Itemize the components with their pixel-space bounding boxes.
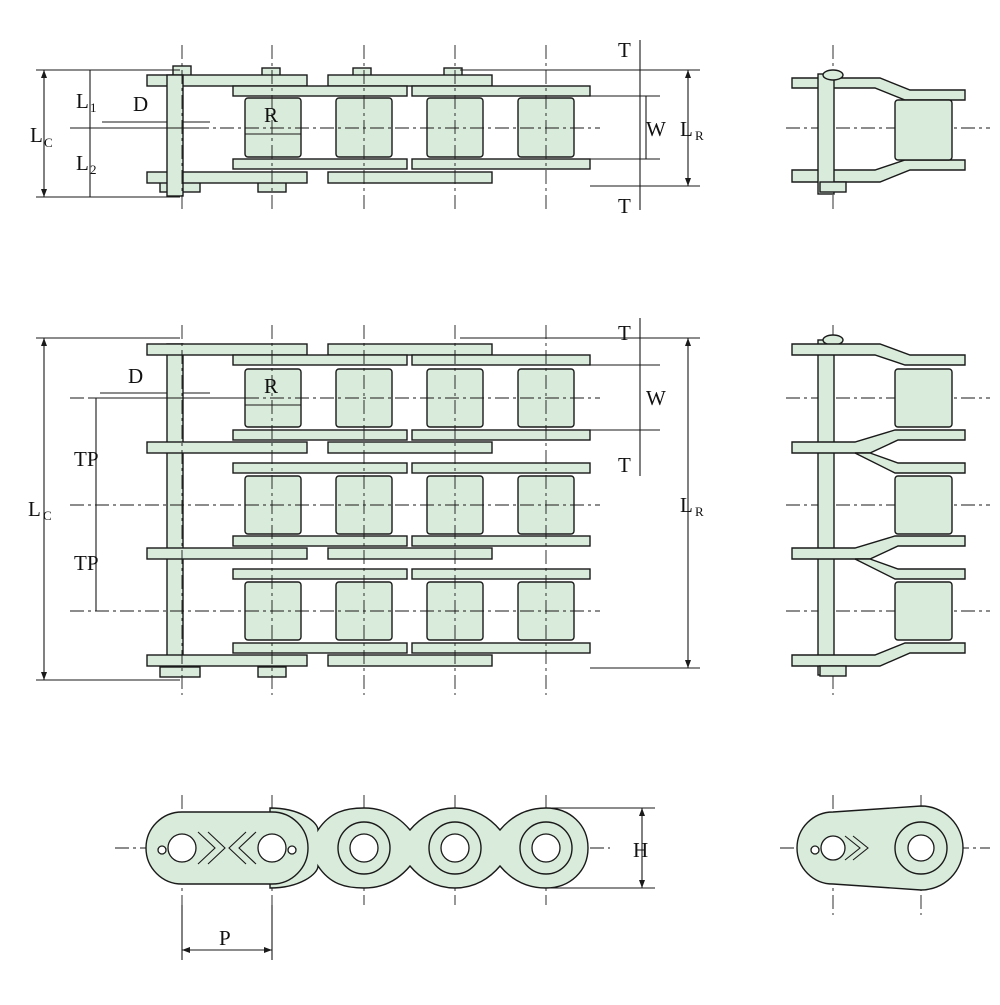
r-label: R (264, 103, 278, 127)
lr-label: L (680, 117, 693, 141)
d-label: D (128, 364, 143, 388)
spring-clip (844, 835, 869, 861)
lc-label: L (30, 123, 43, 147)
lr-subscript: R (695, 504, 704, 519)
inner-plate (232, 85, 408, 97)
p-label: P (219, 926, 231, 950)
link-pin (166, 343, 184, 675)
chain-front-view: H P (115, 795, 655, 960)
single-strand-top-view: L C L 1 L 2 D R T T W L R (30, 38, 704, 218)
lr-subscript: R (695, 128, 704, 143)
r-label: R (264, 374, 278, 398)
l2-subscript: 2 (90, 162, 97, 177)
t-label-top: T (618, 321, 631, 345)
t-label-bottom: T (618, 453, 631, 477)
spring-clip (197, 831, 257, 865)
offset-link-view (780, 795, 990, 915)
roller (244, 97, 302, 158)
t-label-bottom: T (618, 194, 631, 218)
h-label: H (633, 838, 648, 862)
lc-label: L (28, 497, 41, 521)
lc-subscript: C (44, 135, 53, 150)
roller (894, 99, 953, 161)
lc-subscript: C (43, 508, 52, 523)
single-strand-side-view (786, 45, 990, 210)
l1-label: L (76, 89, 89, 113)
lr-label: L (680, 493, 693, 517)
d-label: D (133, 92, 148, 116)
l1-subscript: 1 (90, 100, 97, 115)
w-label: W (646, 386, 666, 410)
t-label-top: T (618, 38, 631, 62)
multi-strand-side-view (786, 325, 990, 695)
tp-label-upper: TP (74, 447, 99, 471)
outer-link-plate (145, 811, 309, 885)
multi-strand-top-view: L C D R TP TP T W T L R (28, 318, 704, 695)
w-label: W (646, 117, 666, 141)
tp-label-lower: TP (74, 551, 99, 575)
outer-plate (146, 74, 308, 87)
link-pin (166, 74, 184, 197)
l2-label: L (76, 151, 89, 175)
